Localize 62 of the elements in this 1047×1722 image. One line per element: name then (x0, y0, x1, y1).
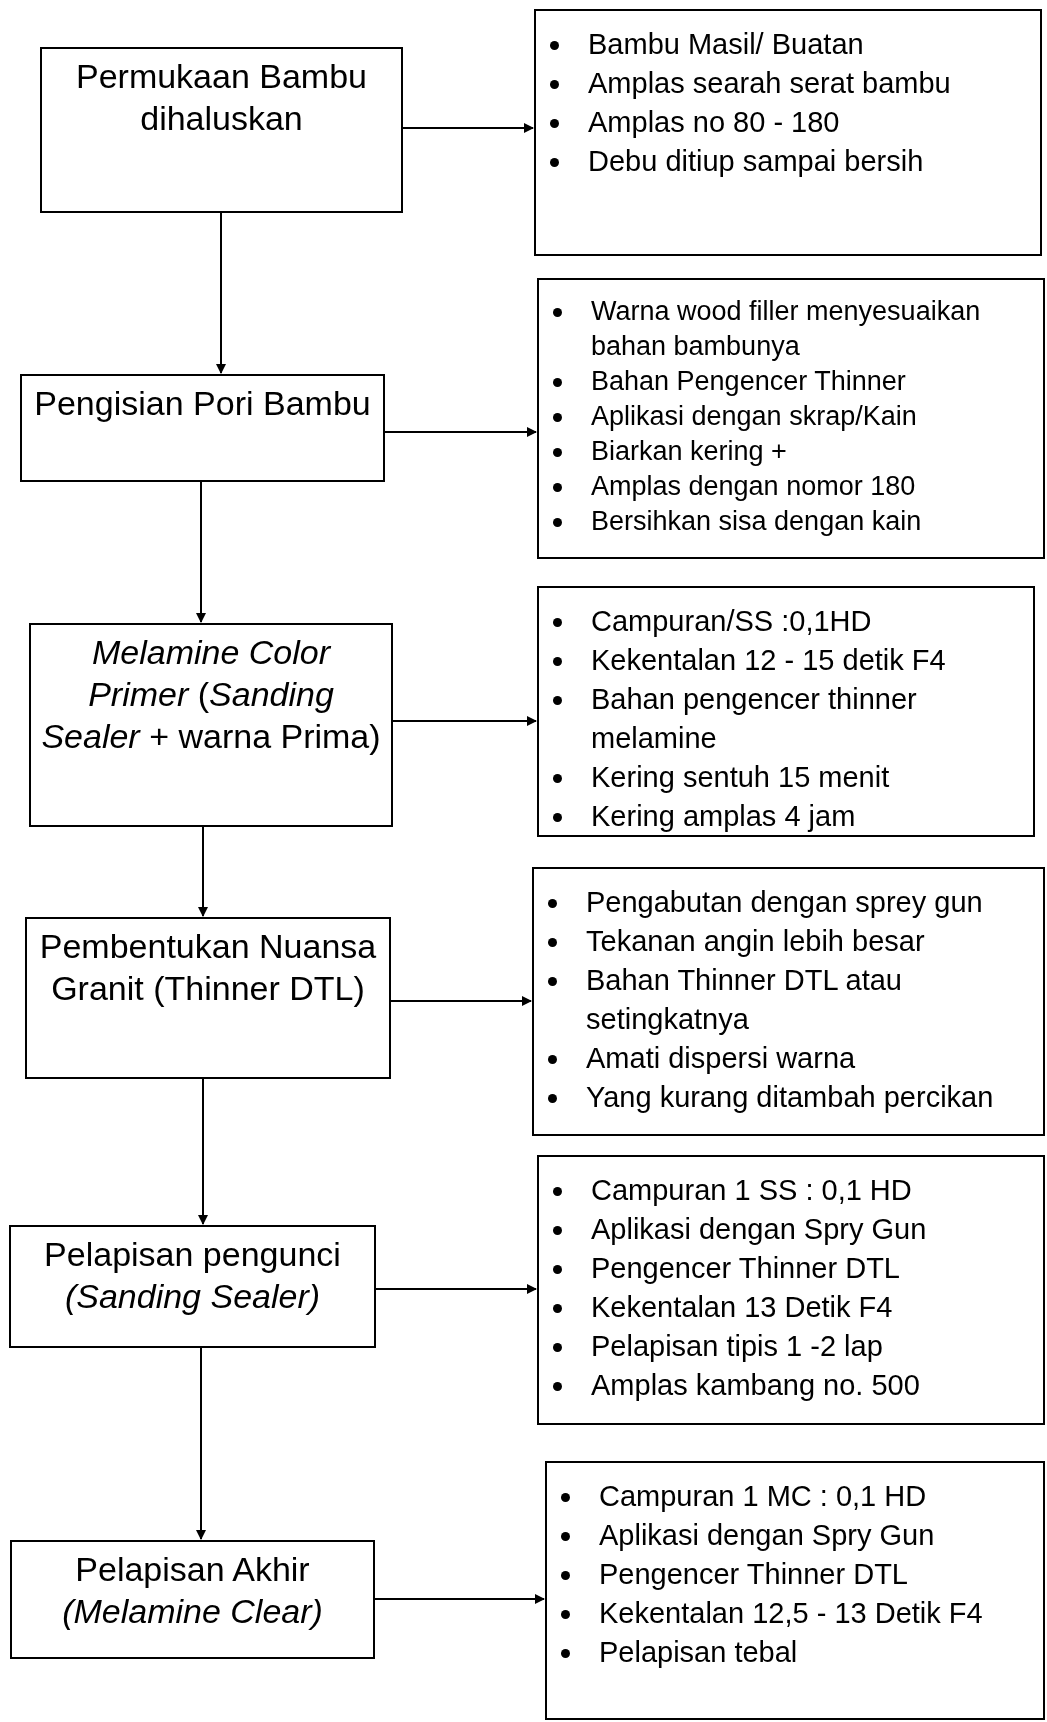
bullet-item: Pengencer Thinner DTL (547, 1249, 1035, 1288)
bullet-item: Yang kurang ditambah percikan (542, 1078, 1035, 1117)
bullet-item: Amati dispersi warna (542, 1039, 1035, 1078)
bullet-item: Biarkan kering + (547, 434, 1035, 469)
bullet-item: Bahan pengencer thinner melamine (547, 680, 1025, 758)
bullet-item: Kekentalan 12 - 15 detik F4 (547, 641, 1025, 680)
bullet-item: Bahan Thinner DTL atau setingkatnya (542, 961, 1035, 1039)
bullet-item: Pelapisan tipis 1 -2 lap (547, 1327, 1035, 1366)
bullet-item: Amplas no 80 - 180 (544, 103, 1032, 142)
bullet-item: Bersihkan sisa dengan kain (547, 504, 1035, 539)
bullet-item: Campuran 1 SS : 0,1 HD (547, 1171, 1035, 1210)
bullet-item: Amplas dengan nomor 180 (547, 469, 1035, 504)
arrow (402, 123, 534, 133)
step-label: Pengisian Pori Bambu (34, 383, 371, 424)
bullet-item: Bahan Pengencer Thinner (547, 364, 1035, 399)
bullet-item: Amplas kambang no. 500 (547, 1366, 1035, 1405)
arrow (384, 427, 537, 437)
bullet-item: Kering sentuh 15 menit (547, 758, 1025, 797)
bullet-item: Campuran 1 MC : 0,1 HD (555, 1477, 1035, 1516)
arrow (196, 481, 206, 623)
bullet-item: Campuran/SS :0,1HD (547, 602, 1025, 641)
process-box (20, 374, 385, 482)
bullet-item: Kekentalan 12,5 - 13 Detik F4 (555, 1594, 1035, 1633)
bullet-item: Kering amplas 4 jam (547, 797, 1025, 836)
bullet-item: Aplikasi dengan skrap/Kain (547, 399, 1035, 434)
bullet-item: Aplikasi dengan Spry Gun (555, 1516, 1035, 1555)
process-box (40, 47, 403, 213)
arrow (392, 716, 537, 726)
arrow (198, 826, 208, 917)
arrow (196, 1347, 206, 1540)
process-box (10, 1540, 375, 1659)
process-box (29, 623, 393, 827)
bullet-item: Pengencer Thinner DTL (555, 1555, 1035, 1594)
step-label: Melamine Color Primer (Sanding Sealer + warna Prima) (40, 632, 382, 757)
note-box (545, 1461, 1045, 1720)
arrow (198, 1078, 208, 1225)
note-box (532, 867, 1045, 1136)
note-box (537, 1155, 1045, 1425)
note-box (534, 9, 1042, 256)
arrow (216, 212, 226, 374)
bullet-item: Debu ditiup sampai bersih (544, 142, 1032, 181)
arrow (390, 996, 532, 1006)
bullet-item: Bambu Masil/ Buatan (544, 25, 1032, 64)
bullet-item: Warna wood filler menyesuaikan bahan bambunya (547, 294, 1035, 364)
arrow (374, 1594, 545, 1604)
step-label: (Sanding Sealer) (64, 1276, 321, 1317)
step-label: Pelapisan Akhir (75, 1549, 310, 1590)
note-box (537, 586, 1035, 837)
bullet-item: Amplas searah serat bambu (544, 64, 1032, 103)
step-label: Pembentukan Nuansa Granit (Thinner DTL) (38, 926, 378, 1009)
bullet-item: Pengabutan dengan sprey gun (542, 883, 1035, 922)
bullet-item: Pelapisan tebal (555, 1633, 1035, 1672)
bullet-item: Tekanan angin lebih besar (542, 922, 1035, 961)
step-label: Pelapisan pengunci (44, 1234, 341, 1275)
note-box (537, 278, 1045, 559)
step-label: (Melamine Clear) (62, 1591, 323, 1632)
arrow (375, 1284, 537, 1294)
process-box (9, 1225, 376, 1348)
process-box (25, 917, 391, 1079)
bullet-item: Kekentalan 13 Detik F4 (547, 1288, 1035, 1327)
step-label: Permukaan Bambu dihaluskan (74, 56, 368, 139)
bullet-item: Aplikasi dengan Spry Gun (547, 1210, 1035, 1249)
